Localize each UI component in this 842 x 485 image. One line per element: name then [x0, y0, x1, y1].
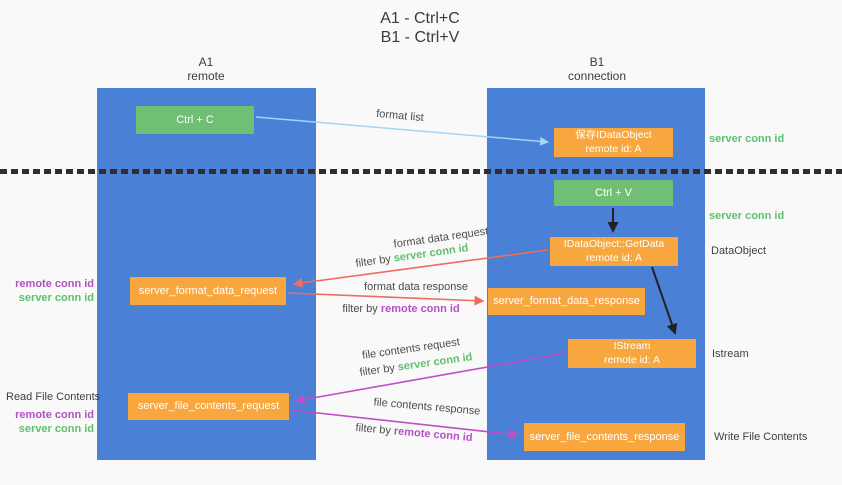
- column-header-b1: B1 connection: [537, 55, 657, 83]
- node-istream: IStream remote id: A: [568, 339, 696, 368]
- server-conn-id-label-top: server conn id: [709, 133, 785, 145]
- format-data-response-label: format data response: [364, 281, 468, 293]
- node-save-idataobject-line1: 保存IDataObject: [575, 128, 652, 141]
- file-contents-response-label: file contents response: [373, 396, 481, 418]
- remote-conn-id-label: remote conn id: [15, 409, 94, 421]
- remote-conn-id-label: remote conn id: [15, 278, 94, 290]
- column-a1-subtitle: remote: [187, 69, 225, 83]
- diagram-title: A1 - Ctrl+C B1 - Ctrl+V: [320, 9, 520, 47]
- node-file-request-label: server_file_contents_request: [137, 400, 280, 413]
- node-istream-line1: IStream: [613, 339, 651, 352]
- node-getdata-line2: remote id: A: [585, 251, 643, 264]
- server-conn-id-label: server conn id: [18, 292, 94, 304]
- node-save-idataobject: 保存IDataObject remote id: A: [554, 128, 673, 157]
- file-contents-response-filter-label: filter by remote conn id: [355, 422, 474, 444]
- node-server-format-data-response: server_format_data_response: [488, 288, 645, 315]
- column-header-a1: A1 remote: [146, 55, 266, 83]
- filter-prefix: filter by: [354, 252, 395, 270]
- node-format-response-label: server_format_data_response: [493, 295, 640, 308]
- format-data-response-arrow: [287, 292, 485, 306]
- filter-key-remote-conn-id: remote conn id: [380, 303, 460, 315]
- title-line-2: B1 - Ctrl+V: [380, 29, 460, 46]
- filter-prefix: filter by: [358, 361, 399, 379]
- node-save-idataobject-line2: remote id: A: [585, 142, 642, 155]
- left-conn-ids-top: remote conn id server conn id: [0, 277, 94, 305]
- left-conn-ids-bottom: remote conn id server conn id: [0, 408, 94, 436]
- node-getdata-line1: IDataObject::GetData: [563, 237, 665, 250]
- node-ctrl-c: Ctrl + C: [136, 106, 254, 134]
- node-ctrl-v: Ctrl + V: [554, 180, 673, 206]
- node-server-file-contents-request: server_file_contents_request: [128, 393, 289, 420]
- write-file-contents-label: Write File Contents: [714, 431, 808, 443]
- column-b1-subtitle: connection: [567, 69, 627, 83]
- column-b1-name: B1: [589, 55, 605, 69]
- format-data-response-filter-label: filter by remote conn id: [342, 303, 460, 315]
- server-conn-id-label-mid: server conn id: [709, 210, 785, 222]
- read-file-contents-label: Read File Contents: [6, 391, 101, 403]
- dataobject-label: DataObject: [711, 245, 767, 257]
- title-line-1: A1 - Ctrl+C: [380, 10, 460, 27]
- node-server-format-data-request: server_format_data_request: [130, 277, 286, 305]
- filter-prefix: filter by: [342, 303, 381, 315]
- node-server-file-contents-response: server_file_contents_response: [524, 423, 685, 451]
- phase-divider-dotted-line: [0, 169, 842, 174]
- filter-key-remote-conn-id: remote conn id: [393, 425, 473, 445]
- istream-side-label: Istream: [712, 348, 749, 360]
- node-file-response-label: server_file_contents_response: [529, 430, 680, 443]
- column-a1-name: A1: [198, 55, 214, 69]
- node-idataobject-getdata: IDataObject::GetData remote id: A: [550, 237, 678, 266]
- filter-prefix: filter by: [355, 421, 395, 438]
- server-conn-id-label: server conn id: [18, 423, 94, 435]
- node-format-request-label: server_format_data_request: [138, 284, 278, 297]
- format-list-label: format list: [375, 107, 425, 125]
- node-ctrl-v-label: Ctrl + V: [595, 186, 632, 199]
- node-ctrl-c-label: Ctrl + C: [176, 113, 214, 126]
- node-istream-line2: remote id: A: [603, 353, 661, 366]
